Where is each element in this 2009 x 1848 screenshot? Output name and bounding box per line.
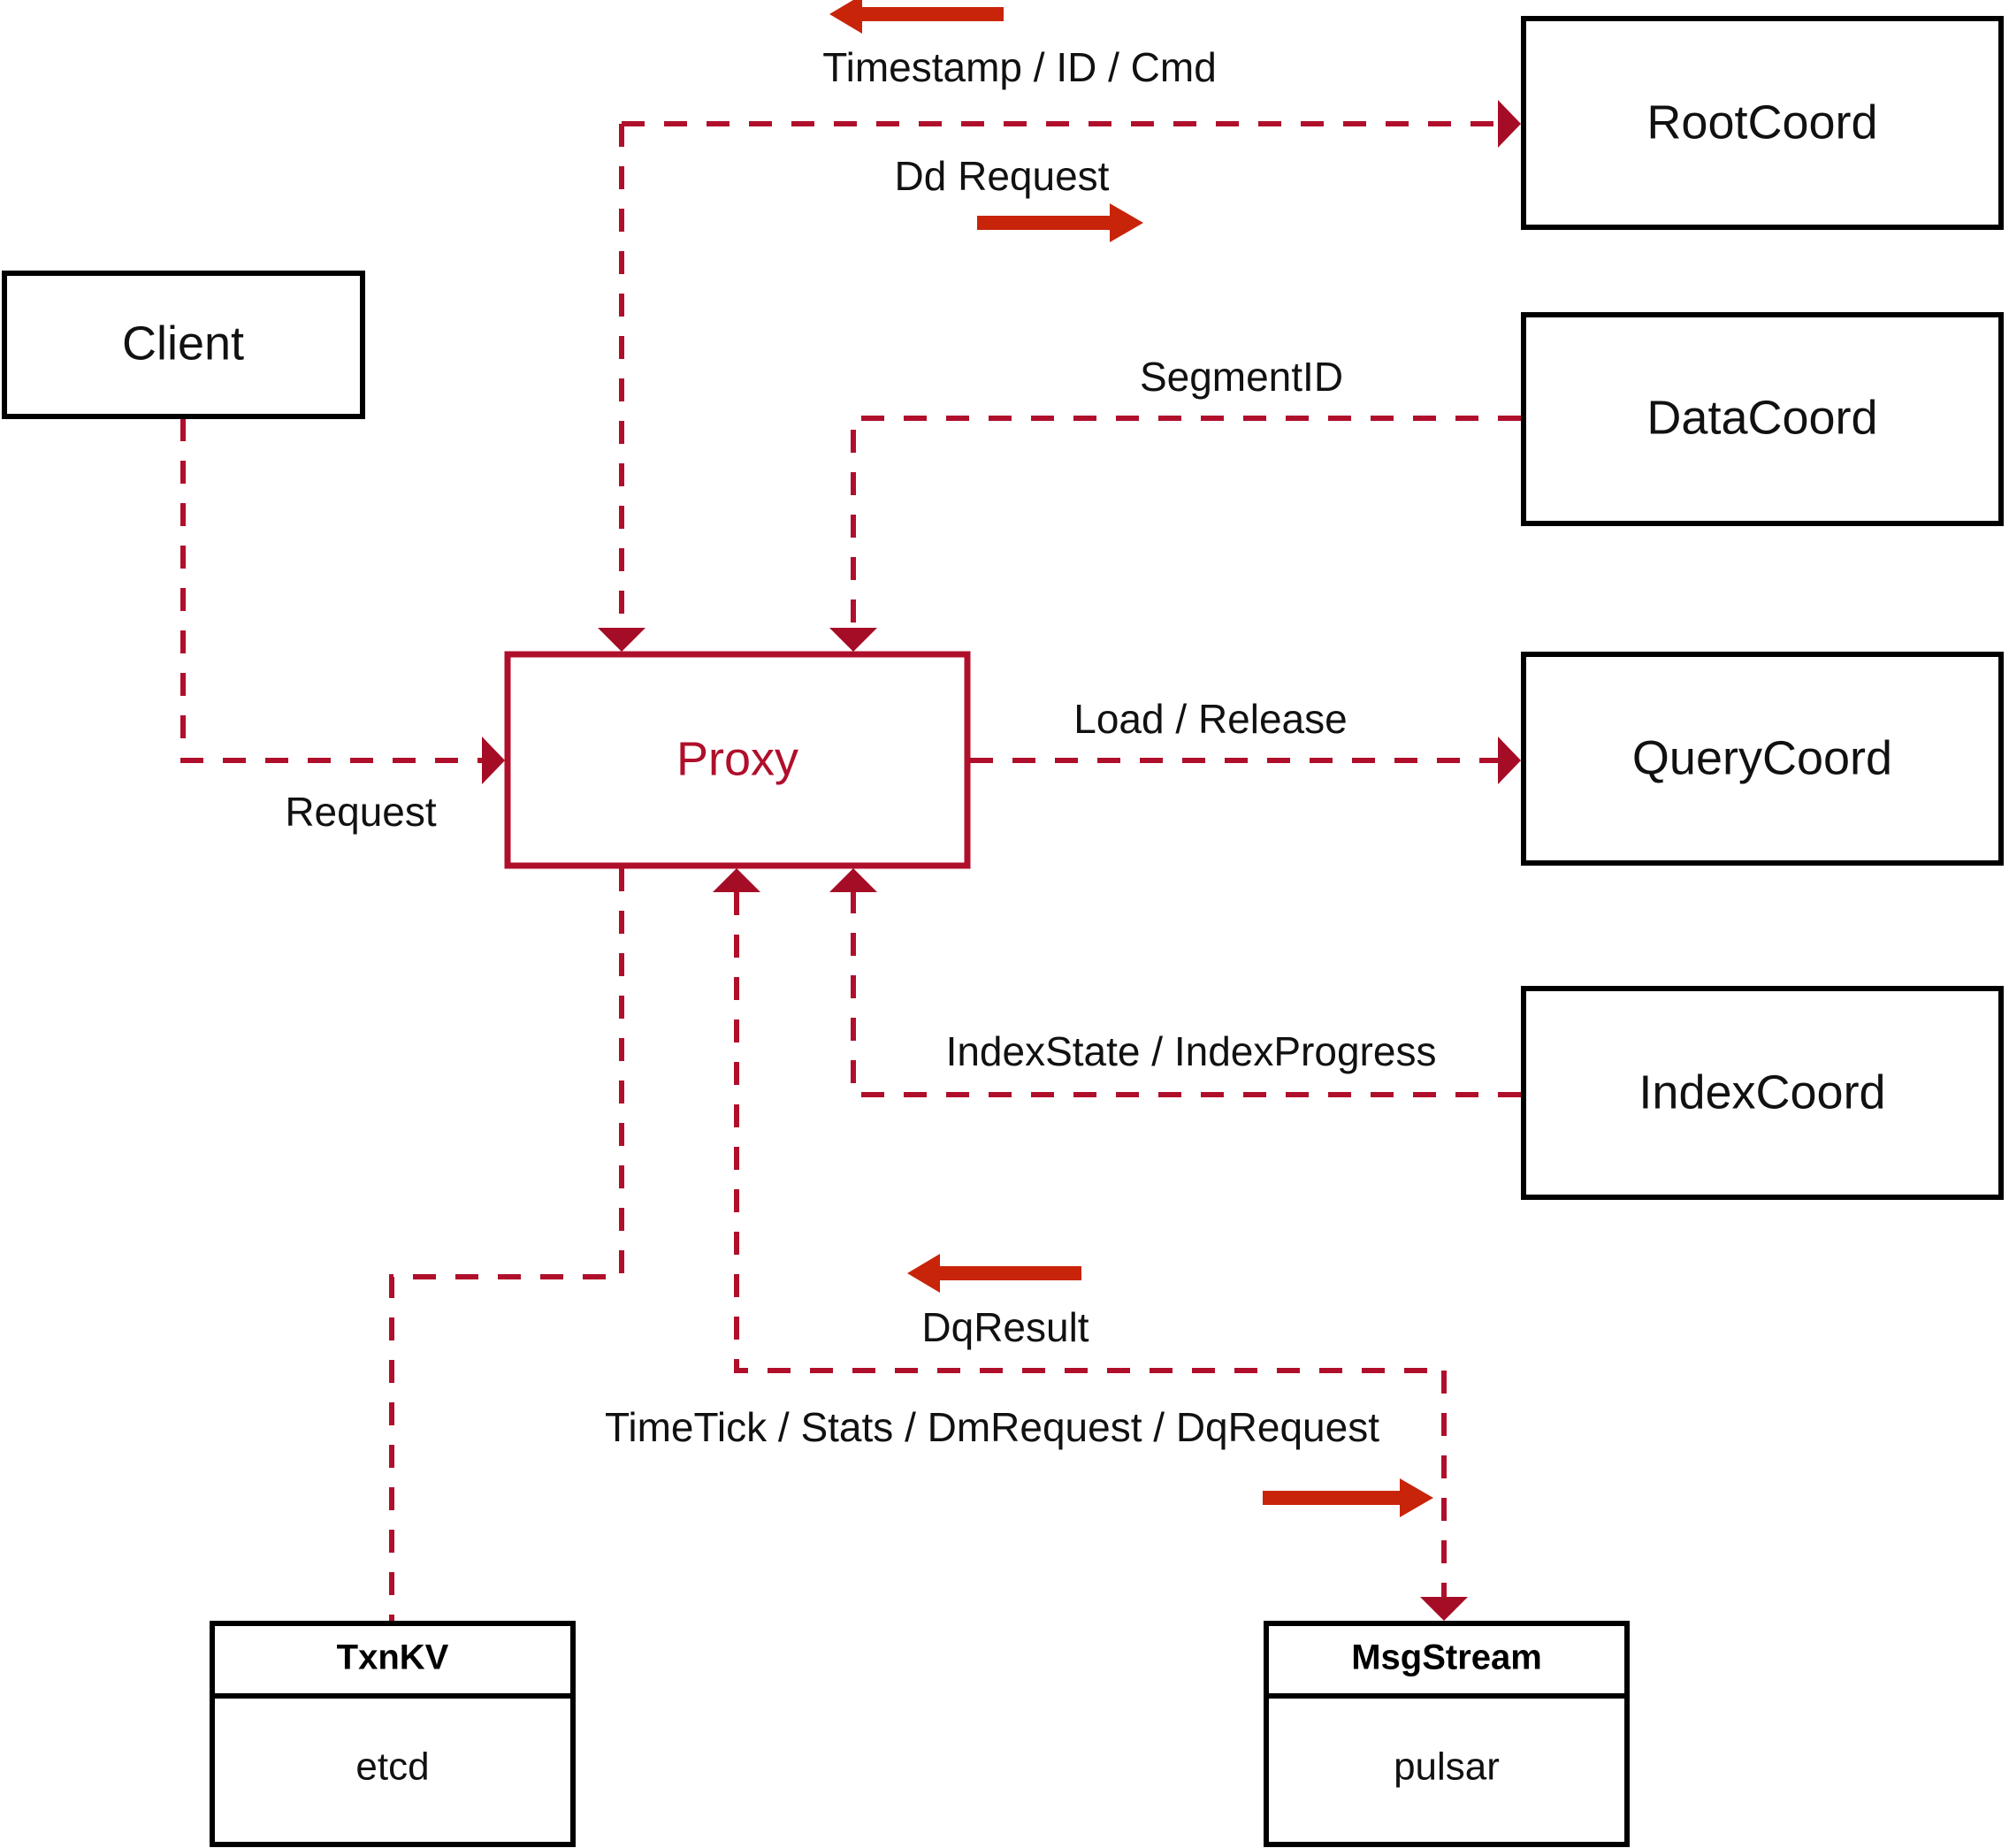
- arrowhead-querycoord: [1498, 737, 1521, 784]
- flow-arrow-head-dqresult: [907, 1254, 940, 1293]
- edge-path-segmentid: [851, 416, 1521, 628]
- flow-arrow-shaft-timestamp: [862, 7, 1004, 21]
- edge-datacoord-to-proxy: [829, 416, 1521, 652]
- node-txnkv[interactable]: TxnKV etcd: [210, 1621, 576, 1847]
- ddrequest-flow-arrow: [977, 203, 1143, 242]
- node-indexcoord-rect[interactable]: [1521, 986, 2004, 1200]
- arrowhead-msgstream: [1420, 1597, 1468, 1621]
- node-datacoord-rect[interactable]: [1521, 312, 2004, 526]
- node-msgstream-sublabel: pulsar: [1394, 1745, 1500, 1789]
- node-client-rect[interactable]: [2, 271, 365, 419]
- edge-label-segment-id: SegmentID: [1140, 354, 1343, 400]
- node-msgstream-rect[interactable]: [1264, 1621, 1630, 1847]
- dqresult-flow-arrow: [907, 1254, 1081, 1293]
- edge-path-request: [180, 418, 482, 763]
- node-msgstream[interactable]: MsgStream pulsar: [1264, 1621, 1630, 1847]
- arrowhead-proxy-top-right: [829, 628, 877, 652]
- edge-label-dq-result: DqResult: [921, 1304, 1089, 1350]
- flow-arrow-shaft-timetick: [1263, 1491, 1400, 1505]
- node-proxy-label: Proxy: [676, 732, 798, 785]
- node-rootcoord[interactable]: RootCoord: [1521, 16, 2004, 230]
- flow-arrow-head-timetick: [1400, 1478, 1433, 1517]
- edge-proxy-to-txnkv: [389, 868, 624, 1621]
- node-querycoord-label: QueryCoord: [1632, 731, 1892, 784]
- edge-label-dd-request: Dd Request: [895, 153, 1110, 199]
- node-querycoord[interactable]: QueryCoord: [1521, 652, 2004, 866]
- node-txnkv-label: TxnKV: [337, 1638, 449, 1677]
- edge-path-indexstate: [851, 892, 1521, 1097]
- node-msgstream-label: MsgStream: [1351, 1638, 1542, 1677]
- edge-proxy-to-querycoord: [970, 737, 1521, 784]
- edge-label-request: Request: [285, 789, 437, 835]
- edge-path-txnkv: [389, 868, 624, 1621]
- flow-arrow-head-ddrequest: [1110, 203, 1143, 242]
- node-datacoord-label: DataCoord: [1646, 391, 1877, 444]
- timetick-flow-arrow: [1263, 1478, 1433, 1517]
- edge-msgstream-to-proxy: [713, 868, 1444, 1373]
- edge-label-index-state-progress: IndexState / IndexProgress: [946, 1028, 1437, 1074]
- arrowhead-proxy-top-left: [598, 628, 645, 652]
- edge-proxy-to-msgstream: [1420, 1371, 1468, 1621]
- node-proxy[interactable]: Proxy: [504, 651, 971, 869]
- arrowhead-request: [482, 737, 505, 784]
- node-rootcoord-rect[interactable]: [1521, 16, 2004, 230]
- node-txnkv-rect[interactable]: [210, 1621, 576, 1847]
- edge-proxy-to-rootcoord: [598, 100, 1521, 652]
- node-client[interactable]: Client: [2, 271, 365, 419]
- timestamp-flow-arrow: [829, 0, 1004, 34]
- node-querycoord-rect[interactable]: [1521, 652, 2004, 866]
- node-indexcoord-label: IndexCoord: [1639, 1065, 1885, 1119]
- edge-label-timetick-stats: TimeTick / Stats / DmRequest / DqRequest: [605, 1404, 1379, 1450]
- flow-arrow-shaft-ddrequest: [977, 216, 1110, 230]
- edge-label-load-release: Load / Release: [1073, 696, 1347, 742]
- edge-label-timestamp-id-cmd: Timestamp / ID / Cmd: [822, 44, 1217, 90]
- node-txnkv-sublabel: etcd: [355, 1745, 429, 1789]
- arrowhead-proxy-bottom-right: [829, 868, 877, 892]
- flow-arrow-head-timestamp: [829, 0, 862, 34]
- arrowhead-rootcoord: [1498, 100, 1521, 148]
- flow-arrow-shaft-dqresult: [940, 1266, 1081, 1280]
- edge-path-dqresult: [734, 892, 1444, 1373]
- node-client-label: Client: [122, 317, 244, 370]
- node-rootcoord-label: RootCoord: [1646, 95, 1877, 149]
- edge-client-to-proxy: [180, 418, 505, 784]
- arrowhead-proxy-bottom-middle: [713, 868, 760, 892]
- node-datacoord[interactable]: DataCoord: [1521, 312, 2004, 526]
- node-indexcoord[interactable]: IndexCoord: [1521, 986, 2004, 1200]
- edge-indexcoord-to-proxy: [829, 868, 1521, 1097]
- node-proxy-rect[interactable]: [504, 651, 971, 869]
